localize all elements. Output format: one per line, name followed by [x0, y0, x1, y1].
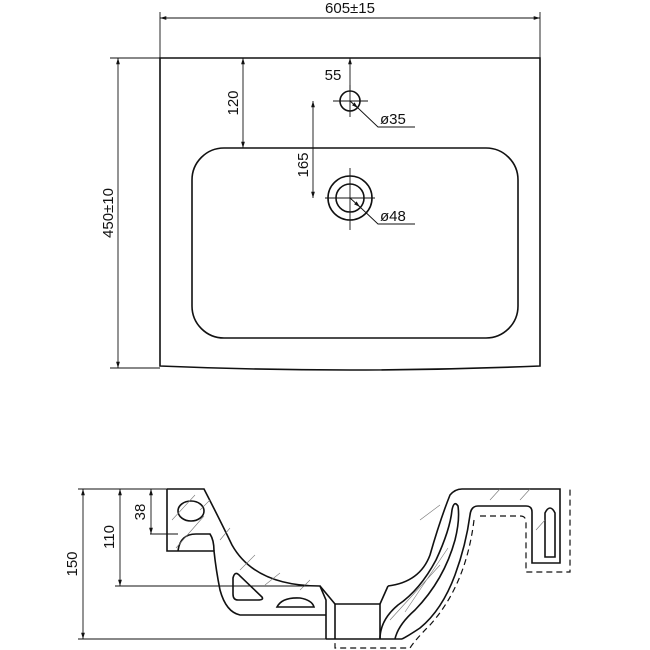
hole-spacing-label: 165: [295, 152, 312, 177]
bowl-outline: [191, 147, 519, 339]
section-left-profile: [166, 488, 327, 639]
tap-hole-label: ø35: [380, 111, 406, 128]
width-label: 605±15: [325, 0, 375, 17]
basin-outline: [159, 57, 541, 371]
bowl-offset-label: 120: [225, 90, 242, 115]
rim-label: 38: [132, 504, 149, 521]
depth-label: 450±10: [100, 188, 117, 238]
section-view: 150 110 38: [64, 488, 571, 649]
tap-offset-label: 55: [325, 67, 342, 84]
bowl-depth-label: 110: [101, 525, 118, 549]
top-view: 605±15 450±10 120 165 55 ø35 ø48: [100, 0, 541, 371]
section-right-profile: [387, 488, 561, 640]
height-label: 150: [64, 551, 81, 576]
tap-hole: [333, 85, 415, 128]
drain-hole: [325, 168, 415, 230]
drain-hole-label: ø48: [380, 208, 406, 225]
